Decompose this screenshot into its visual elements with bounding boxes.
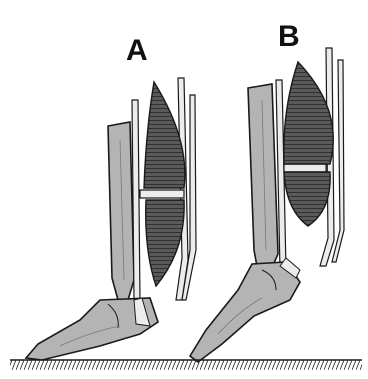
panel-b-foot [190,262,300,362]
panel-a-label: A [126,34,148,67]
ground [10,360,362,370]
panel-b-muscle-lower [284,172,330,226]
panel-b-leg-bone [248,84,278,272]
panel-b-label: B [278,20,300,53]
panel-a: A [26,34,196,360]
panel-b: B [190,20,344,362]
panel-a-leg-bone [108,122,134,300]
panel-a-muscle-lower [146,200,184,286]
